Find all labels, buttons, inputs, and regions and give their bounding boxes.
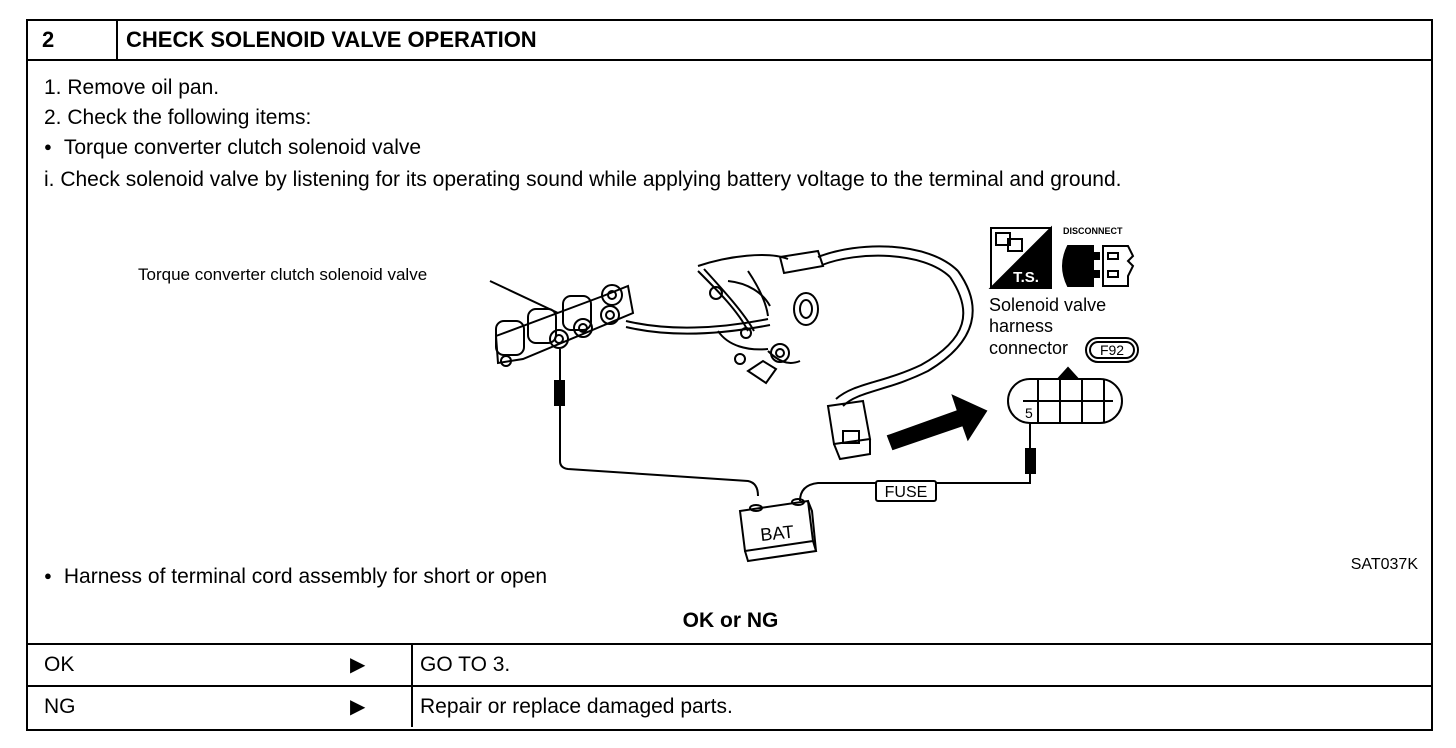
column-divider (411, 645, 413, 685)
right-arrow-icon: ▶ (350, 696, 366, 718)
instruction-list: 1. Remove oil pan. 2. Check the followin… (44, 73, 1121, 195)
step-header: 2 CHECK SOLENOID VALVE OPERATION (28, 21, 1431, 61)
instruction-bullet-valve: Torque converter clutch solenoid valve (44, 133, 1121, 165)
right-arrow-icon: ▶ (350, 654, 366, 676)
result-label: NG (44, 695, 76, 718)
battery-label: BAT (759, 522, 795, 545)
column-divider (411, 687, 413, 727)
disconnect-label: DISCONNECT (1063, 226, 1123, 236)
connector-label-line-3: connector (989, 338, 1068, 358)
connector-code-badge: F92 (1085, 337, 1139, 363)
fuse: FUSE (875, 480, 937, 502)
result-action: Repair or replace damaged parts. (420, 695, 733, 718)
connector-probe (1025, 423, 1036, 474)
result-row-ng: NG ▶ Repair or replace damaged parts. (28, 687, 1433, 727)
harness-plug-illustration (826, 399, 872, 461)
ground-wire (559, 405, 759, 497)
disconnect-icon: DISCONNECT (1062, 226, 1135, 287)
result-action: GO TO 3. (420, 653, 511, 676)
fuse-wire-right (936, 473, 1031, 484)
connector-code: F92 (1100, 342, 1124, 358)
step-number: 2 (28, 21, 118, 59)
fuse-wire-left (799, 482, 876, 502)
direction-arrow (886, 394, 988, 451)
solenoid-test-diagram: Torque converter clutch solenoid valve (138, 225, 1419, 571)
fuse-label: FUSE (885, 484, 928, 501)
instruction-substep-i: i. Check solenoid valve by listening for… (44, 168, 1122, 191)
instruction-bullet-harness: Harness of terminal cord assembly for sh… (44, 562, 547, 594)
procedure-table: 2 CHECK SOLENOID VALVE OPERATION 1. Remo… (26, 19, 1433, 731)
figure-code: SAT037K (1351, 556, 1419, 571)
instruction-step-2: 2. Check the following items: (44, 106, 312, 129)
divider (28, 685, 1433, 687)
ts-icon: T.S. (988, 225, 1052, 289)
valve-probe (554, 349, 565, 406)
result-row-ok: OK ▶ GO TO 3. (28, 645, 1433, 685)
result-label: OK (44, 653, 75, 676)
battery: BAT (738, 498, 818, 563)
ts-label: T.S. (1013, 269, 1039, 286)
step-title: CHECK SOLENOID VALVE OPERATION (126, 27, 537, 52)
solenoid-valve-illustration (494, 284, 635, 367)
valve-leader-line (489, 280, 559, 314)
connector-face: 5 (1007, 366, 1123, 424)
connector-label-line-1: Solenoid valve (989, 295, 1106, 315)
ok-or-ng-question: OK or NG (682, 609, 779, 632)
terminal-number: 5 (1025, 405, 1033, 421)
connector-label-line-2: harness (989, 316, 1053, 336)
valve-label: Torque converter clutch solenoid valve (138, 265, 427, 284)
wiring-harness-illustration (625, 245, 974, 407)
instruction-step-1: 1. Remove oil pan. (44, 76, 220, 99)
divider (28, 643, 1433, 645)
